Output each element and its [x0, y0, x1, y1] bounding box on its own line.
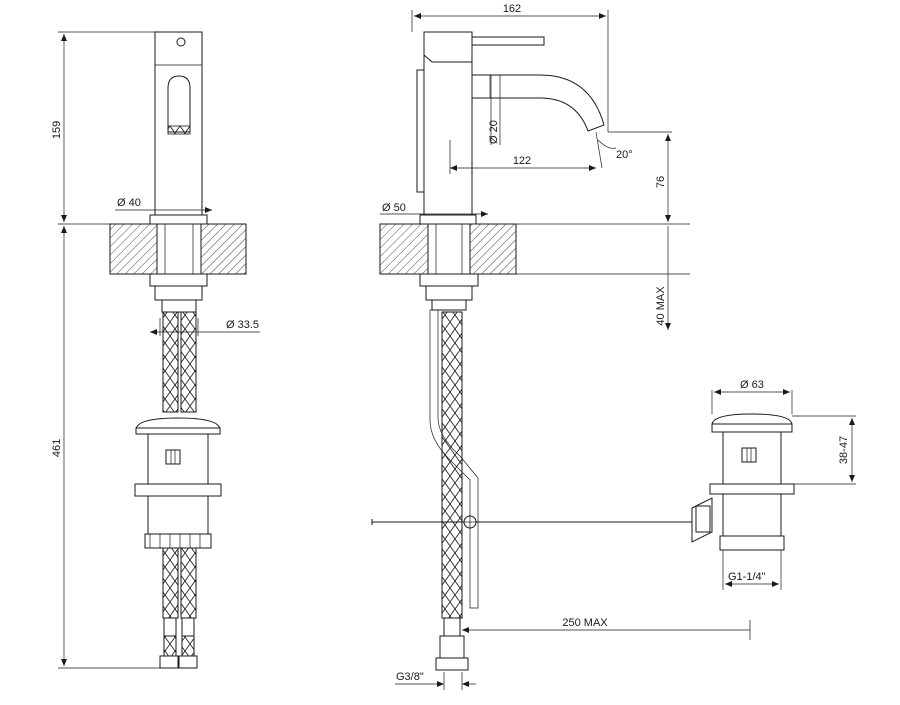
dim-label-159: 159 [51, 121, 63, 139]
dim-label-dia-63: Ø 63 [740, 379, 764, 391]
waste-detail: Ø 63 38-47 G1-1/4" [691, 379, 856, 590]
dim-label-250-max: 250 MAX [562, 617, 608, 629]
side-spout [471, 74, 605, 132]
dim-label-122: 122 [513, 155, 531, 167]
dim-label-dia-20: Ø 20 [488, 120, 500, 144]
dim-label-162: 162 [503, 3, 521, 15]
dim-label-38-47: 38-47 [838, 436, 850, 464]
dim-label-dia-50: Ø 50 [382, 202, 406, 214]
side-hose [441, 311, 463, 619]
dim-label-g3-8: G3/8" [396, 671, 424, 683]
dim-label-461: 461 [51, 439, 63, 457]
dim-label-dia-33-5: Ø 33.5 [226, 319, 259, 331]
dim-label-dia-40: Ø 40 [117, 197, 141, 209]
dim-label-angle-20: 20° [616, 149, 633, 161]
front-lever-pin [176, 37, 186, 47]
front-hose-right [180, 311, 197, 413]
dim-label-40-max: 40 MAX [655, 286, 667, 326]
side-view: 162 Ø 20 122 20° Ø 50 76 40 MAX 250 MAX [371, 3, 751, 690]
front-hose-left [162, 311, 179, 413]
side-lever [471, 36, 545, 46]
dim-label-76: 76 [655, 176, 667, 188]
front-view: 159 461 Ø 40 Ø 33.5 [51, 31, 260, 669]
dim-label-g1-1-4: G1-1/4" [728, 571, 766, 583]
front-spout-outlet [167, 75, 191, 133]
